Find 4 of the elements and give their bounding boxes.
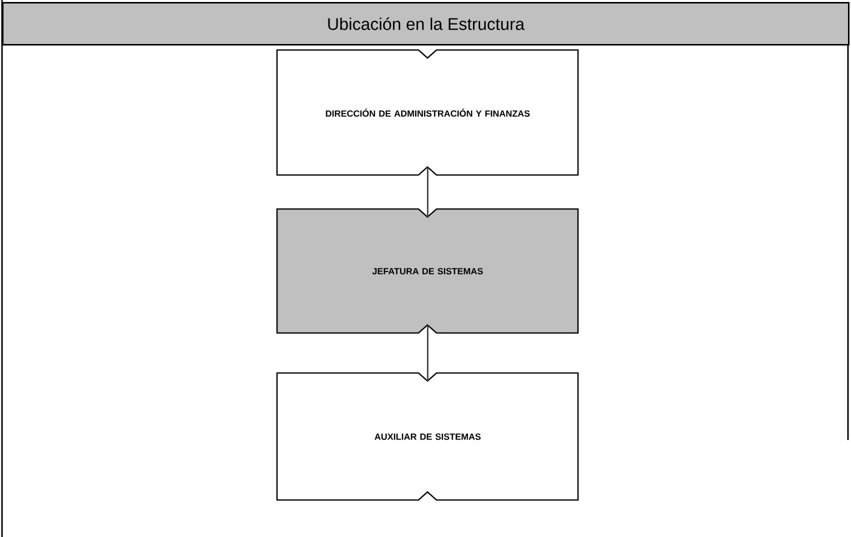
title-band: Ubicación en la Estructura (2, 2, 850, 46)
org-box: DIRECCIÓN DE ADMINISTRACIÓN Y FINANZAS (276, 49, 579, 176)
org-box: JEFATURA DE SISTEMAS (276, 208, 579, 334)
org-box: AUXILIAR DE SISTEMAS (276, 372, 579, 501)
